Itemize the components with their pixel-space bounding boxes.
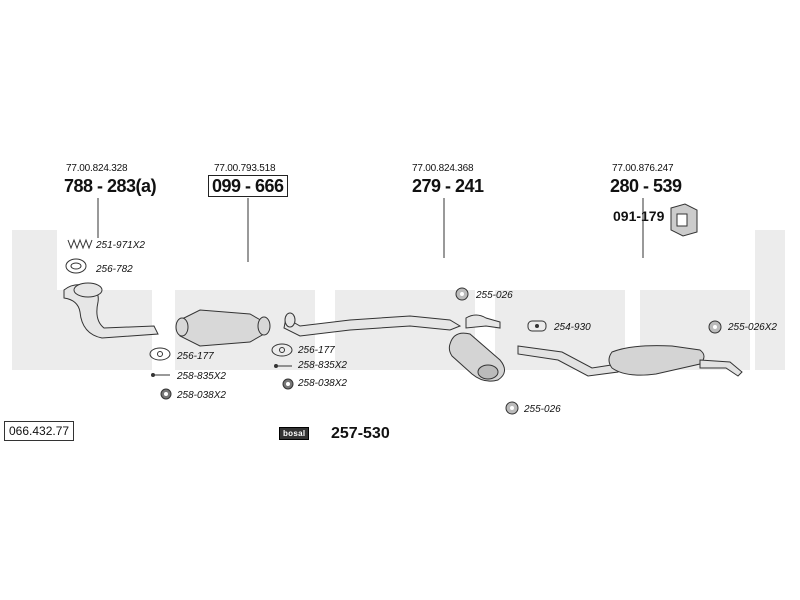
mounting-kit-part-number: 257-530 — [331, 425, 390, 442]
bolt-icon — [274, 364, 292, 368]
oe-reference-3: 77.00.824.368 — [412, 163, 474, 174]
accessory-label: 258-038X2 — [298, 378, 347, 389]
accessory-label: 258-038X2 — [177, 390, 226, 401]
accessory-label: 255-026 — [524, 404, 561, 415]
clamp-icon — [527, 320, 547, 332]
catalytic-converter-part — [175, 309, 271, 347]
middle-pipe-part — [283, 312, 462, 337]
accessory-label: 258-835X2 — [298, 360, 347, 371]
accessory-label: 255-026 — [476, 290, 513, 301]
flange-gasket-icon — [149, 347, 171, 361]
front-pipe-part — [63, 282, 159, 339]
oe-reference-4: 77.00.876.247 — [612, 163, 674, 174]
accessory-label: 254-930 — [554, 322, 591, 333]
mounting-kit-stamp: bosal — [279, 427, 310, 440]
accessory-label: 251-971X2 — [96, 240, 145, 251]
bracket-icon — [670, 203, 698, 237]
part-number-1: 788 - 283(a) — [64, 176, 157, 196]
bracket-part-number: 091-179 — [613, 208, 665, 224]
rear-silencer-part — [517, 345, 743, 377]
part-number-2: 099 - 666 — [208, 175, 288, 197]
oe-reference-1: 77.00.824.328 — [66, 163, 128, 174]
oe-reference-2: 77.00.793.518 — [214, 163, 276, 174]
part-number-4: 280 - 539 — [610, 176, 682, 196]
rubber-hanger-icon — [455, 287, 469, 301]
rubber-hanger-icon — [505, 401, 519, 415]
center-silencer-part — [448, 314, 505, 382]
nut-icon — [282, 378, 294, 390]
spring-icon — [67, 238, 93, 250]
accessory-label: 258-835X2 — [177, 371, 226, 382]
bolt-icon — [151, 373, 170, 377]
flange-gasket-icon — [271, 343, 293, 357]
catalog-number: 066.432.77 — [4, 421, 75, 441]
ring-gasket-icon — [65, 258, 87, 274]
accessory-label: 256-782 — [96, 264, 133, 275]
part-number-3: 279 - 241 — [412, 176, 484, 196]
rubber-hanger-icon — [708, 320, 722, 334]
nut-icon — [160, 388, 172, 400]
accessory-label: 255-026X2 — [728, 322, 777, 333]
accessory-label: 256-177 — [177, 351, 214, 362]
accessory-label: 256-177 — [298, 345, 335, 356]
